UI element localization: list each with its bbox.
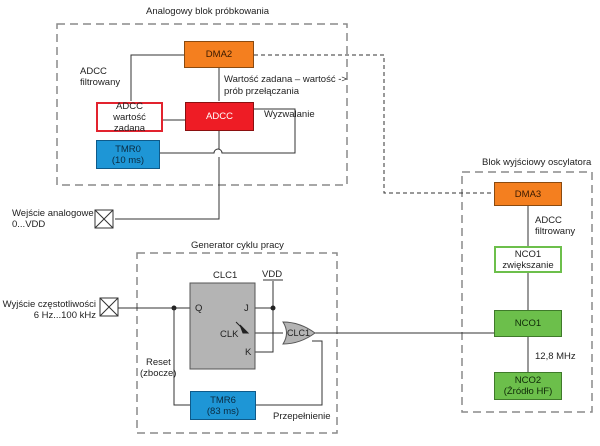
junction-j (270, 305, 276, 311)
freq-output-label-2: 6 Hz...100 kHz (33, 310, 96, 321)
trigger-label: Wyzwalanie (264, 109, 315, 120)
setpoint-note-2: prób przełączania (224, 86, 299, 97)
osc-adcc-filtered-2: filtrowany (535, 226, 576, 237)
dma2-block[interactable]: DMA2 (184, 41, 254, 68)
analog-input-label-2: 0...VDD (12, 219, 46, 230)
or-gate-label: CLC1 (287, 328, 311, 338)
tmr6-block[interactable]: TMR6 (83 ms) (190, 391, 256, 420)
tmr0-block[interactable]: TMR0 (10 ms) (96, 140, 160, 169)
adcc-setpoint-label-2: wartość zadana (113, 111, 146, 134)
dma3-label: DMA3 (514, 188, 542, 200)
nco1-inc-label-2: zwiększanie (502, 259, 554, 271)
overflow-label: Przepełnienie (273, 411, 331, 422)
vdd-label: VDD (262, 269, 283, 280)
clc1-title: CLC1 (213, 270, 238, 281)
analog-input-label-1: Wejście analogowe (12, 208, 94, 219)
adcc-label: ADCC (206, 111, 233, 122)
osc-adcc-filtered-1: ADCC (535, 215, 562, 226)
wire-adcc-trigger (160, 108, 296, 154)
adcc-block[interactable]: ADCC (185, 102, 254, 131)
nco2-block[interactable]: NCO2 (Źródło HF) (494, 372, 562, 400)
wire-analog-input (115, 131, 220, 220)
pin-q-label: Q (195, 303, 203, 314)
dma2-dma3-link (254, 54, 494, 194)
pin-j-label: J (244, 303, 249, 314)
reset-label-2: (zbocze) (140, 368, 177, 379)
wire-reset (173, 308, 190, 406)
osc-block-border (461, 171, 593, 413)
tmr0-label-1: TMR0 (115, 143, 141, 155)
dma2-label: DMA2 (205, 49, 233, 60)
wire-vdd (255, 281, 274, 353)
duty-block-border (136, 252, 338, 434)
wire-overflow (256, 340, 323, 406)
nco1-block[interactable]: NCO1 (494, 310, 562, 337)
tmr6-label-1: TMR6 (210, 394, 236, 406)
adcc-setpoint-block[interactable]: ADCC wartość zadana (96, 100, 163, 134)
nco2-label-2: (Źródło HF) (503, 386, 553, 397)
freq-output-label-1: Wyjście częstotliwości (2, 299, 96, 310)
setpoint-note-1: Wartość zadana – wartość -> (224, 74, 347, 85)
wire-dma2-adcc-setpoint (130, 54, 184, 101)
nco1-label: NCO1 (514, 318, 542, 329)
clc1-or-gate (282, 321, 316, 345)
nco2-label-1: NCO2 (514, 375, 542, 386)
reset-label-1: Reset (146, 357, 171, 368)
adcc-setpoint-label-1: ADCC (116, 100, 143, 112)
clc1-flipflop (189, 282, 256, 370)
adcc-filtered-label-1: ADCC (80, 66, 107, 77)
freq-output-connector (99, 297, 119, 317)
pin-k-label: K (245, 347, 252, 358)
nco1-inc-label-1: NCO1 (514, 248, 542, 260)
nco1-increment-block[interactable]: NCO1 zwiększanie (494, 246, 562, 273)
dma3-block[interactable]: DMA3 (494, 182, 562, 206)
analog-block-title: Analogowy blok próbkowania (146, 6, 270, 17)
clk-edge-icon (239, 324, 250, 334)
adcc-filtered-label-2: filtrowany (80, 77, 121, 88)
osc-block-title: Blok wyjściowy oscylatora (482, 157, 592, 168)
freq-label: 12,8 MHz (535, 351, 576, 362)
analog-block-border (56, 23, 348, 186)
tmr6-label-2: (83 ms) (206, 405, 240, 417)
pin-clk-label: CLK (220, 329, 239, 340)
duty-block-title: Generator cyklu pracy (191, 240, 284, 251)
analog-input-connector (94, 209, 114, 229)
tmr0-label-2: (10 ms) (111, 154, 145, 166)
